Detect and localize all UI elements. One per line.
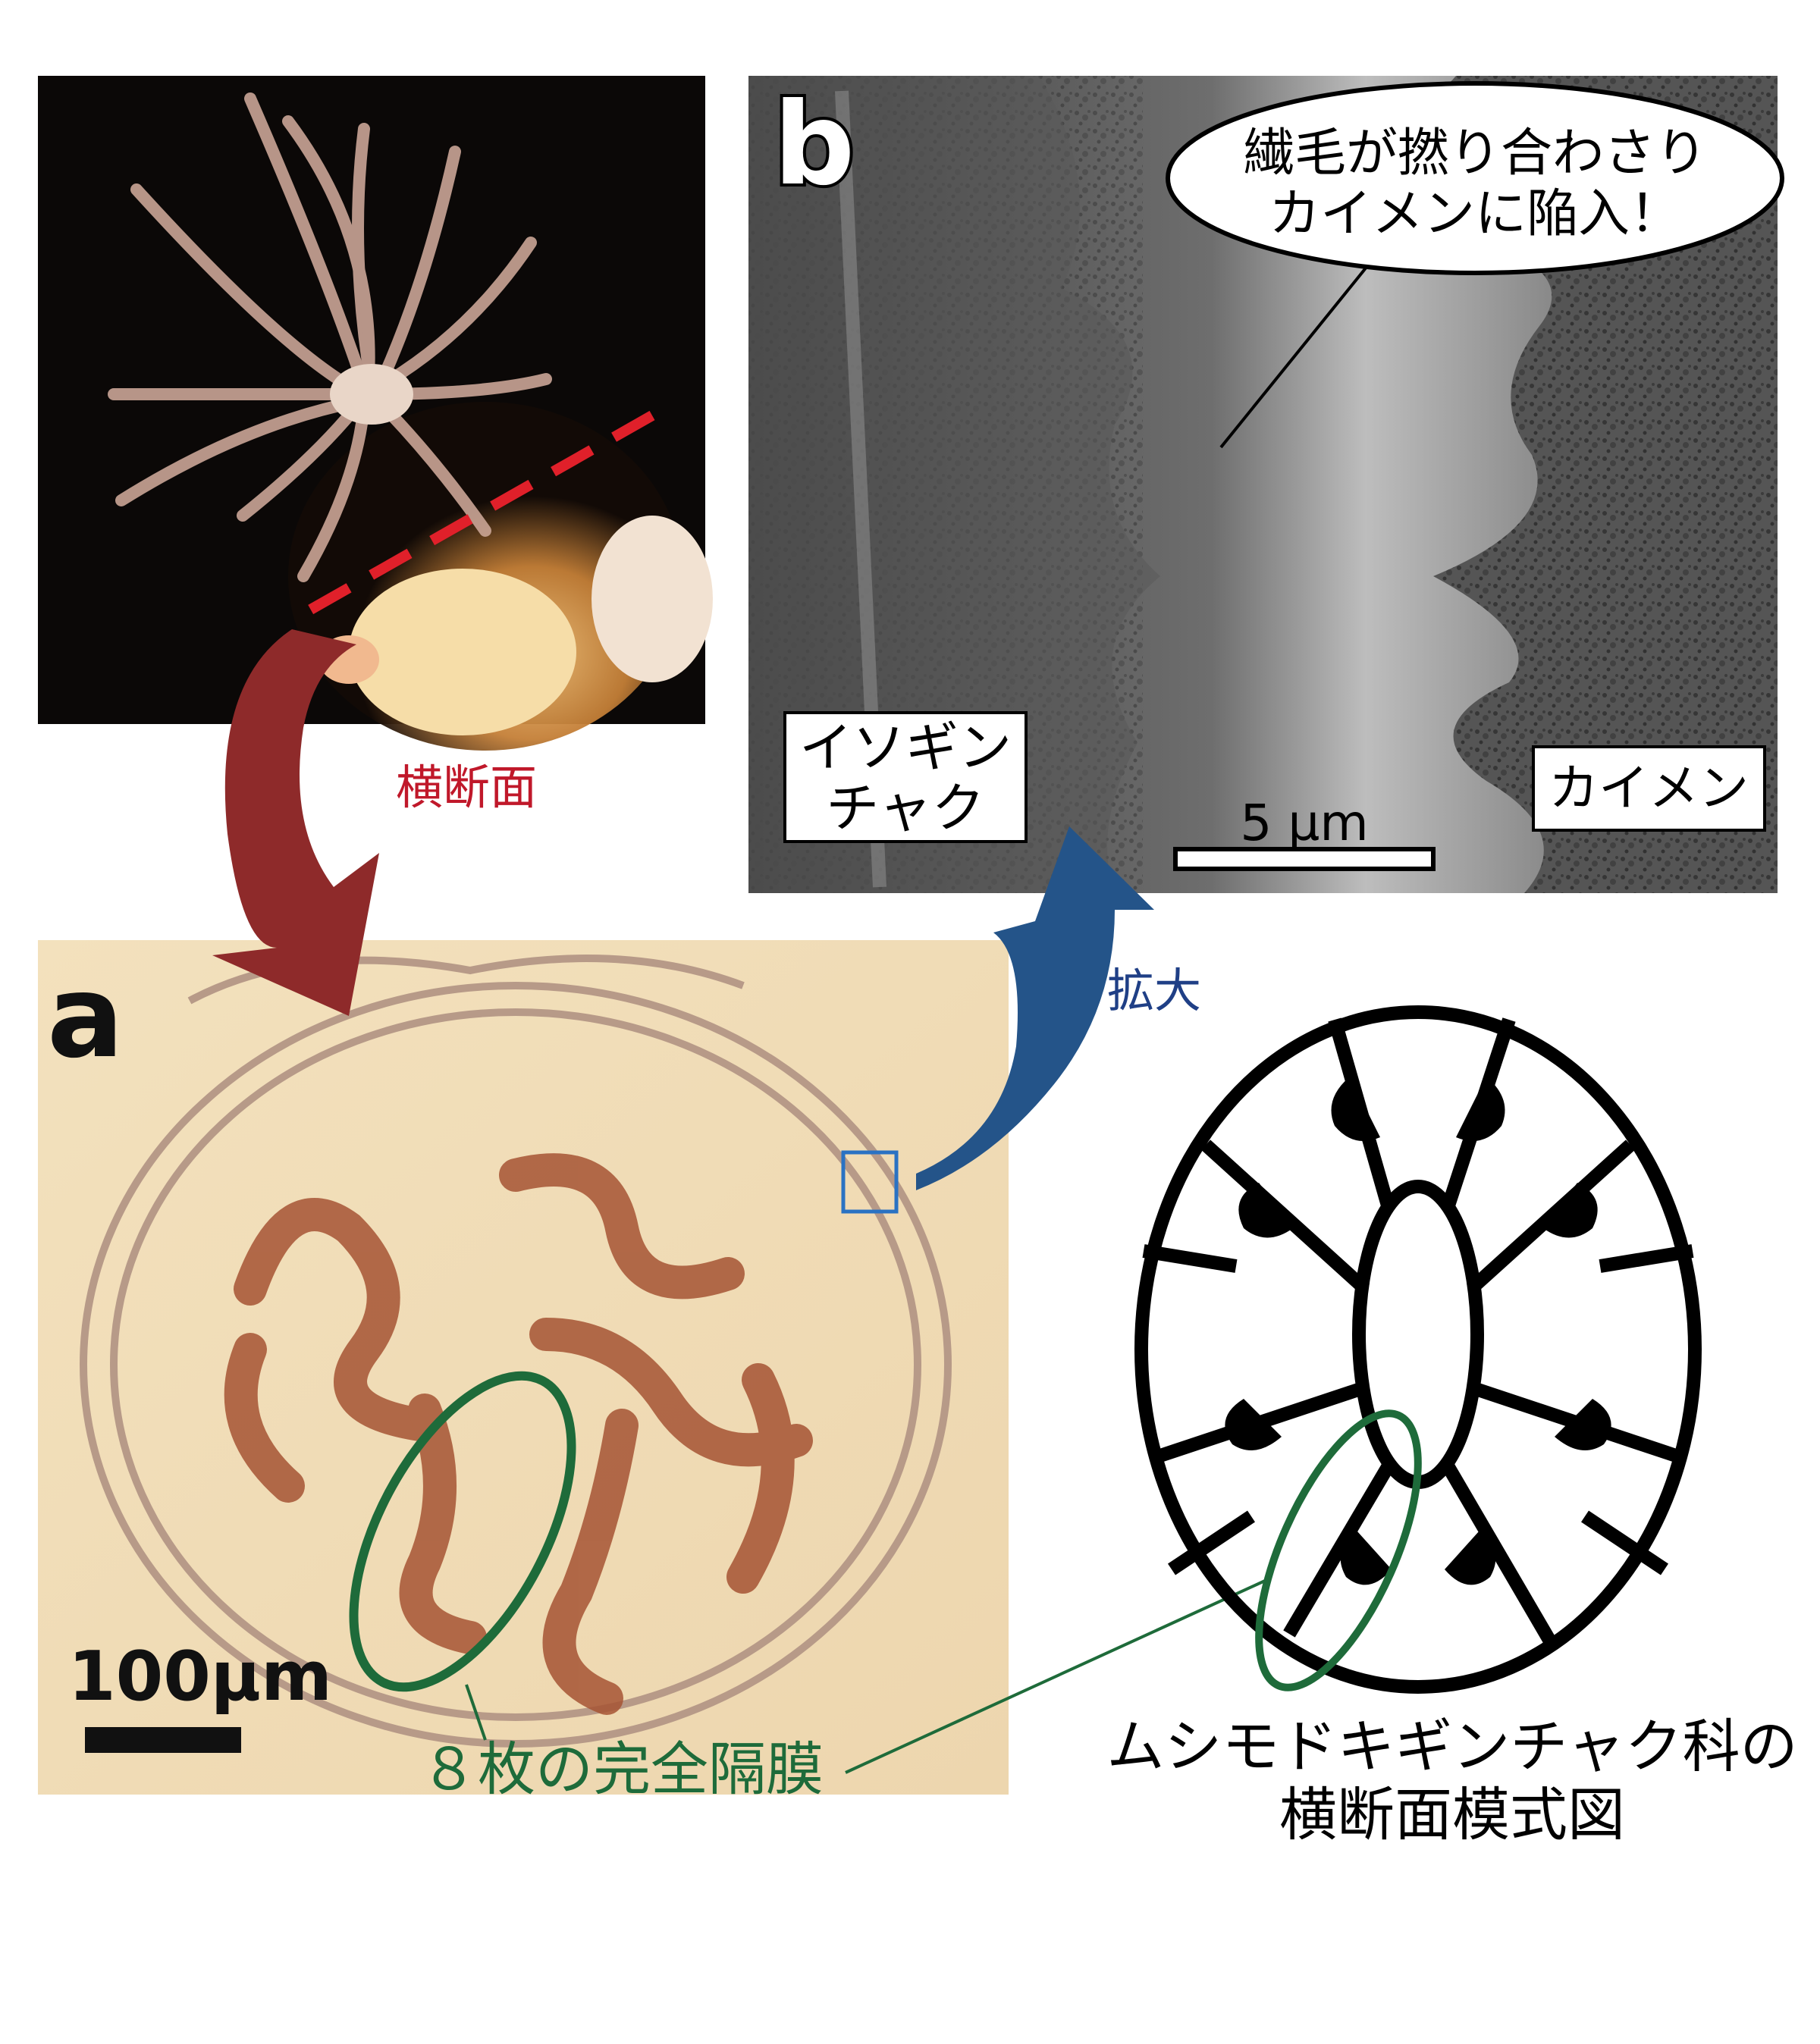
scale-bar-a: 100µm	[68, 1637, 332, 1753]
septa-ellipse	[349, 1371, 576, 1692]
septa-pointer-schematic	[845, 1579, 1266, 1774]
septa-label: ８枚の完全隔膜	[420, 1735, 824, 1803]
right-label-box: カイメン	[1532, 745, 1766, 832]
schematic-muscles	[1225, 1077, 1611, 1585]
schematic-diagram	[1134, 1005, 1702, 1694]
schematic-caption-line1: ムシモドキギンチャク科の	[1106, 1713, 1797, 1780]
callout-line1: 繊毛が撚り合わさり	[1243, 124, 1707, 183]
septa-pointer-a	[465, 1684, 487, 1741]
schematic-septa-ellipse	[1255, 1409, 1422, 1691]
left-label-line2: チャク	[826, 777, 984, 839]
scale-bar-b: 5 µm	[1173, 794, 1436, 871]
magnify-label: 拡大	[1107, 963, 1201, 1018]
magnify-box	[841, 1150, 899, 1214]
panel-b-letter: b	[774, 79, 855, 211]
left-label-box: イソギン チャク	[783, 711, 1028, 843]
schematic-caption-line2: 横断面模式図	[1279, 1781, 1625, 1848]
left-label-line1: イソギン	[799, 716, 1012, 779]
cross-section-label: 横断面	[396, 760, 537, 815]
panel-a-letter: a	[47, 951, 124, 1083]
histology-panel	[38, 940, 1009, 1795]
scale-label-a: 100µm	[68, 1637, 332, 1716]
cross-section-arrow	[212, 629, 379, 1016]
magnify-arrow	[916, 826, 1154, 1190]
callout-line2: カイメンに陥入！	[1269, 184, 1681, 244]
anemone-photo	[38, 76, 713, 751]
scale-label-b: 5 µm	[1240, 794, 1368, 852]
callout-bubble: 繊毛が撚り合わさり カイメンに陥入！	[1166, 81, 1784, 449]
right-label: カイメン	[1549, 759, 1749, 817]
